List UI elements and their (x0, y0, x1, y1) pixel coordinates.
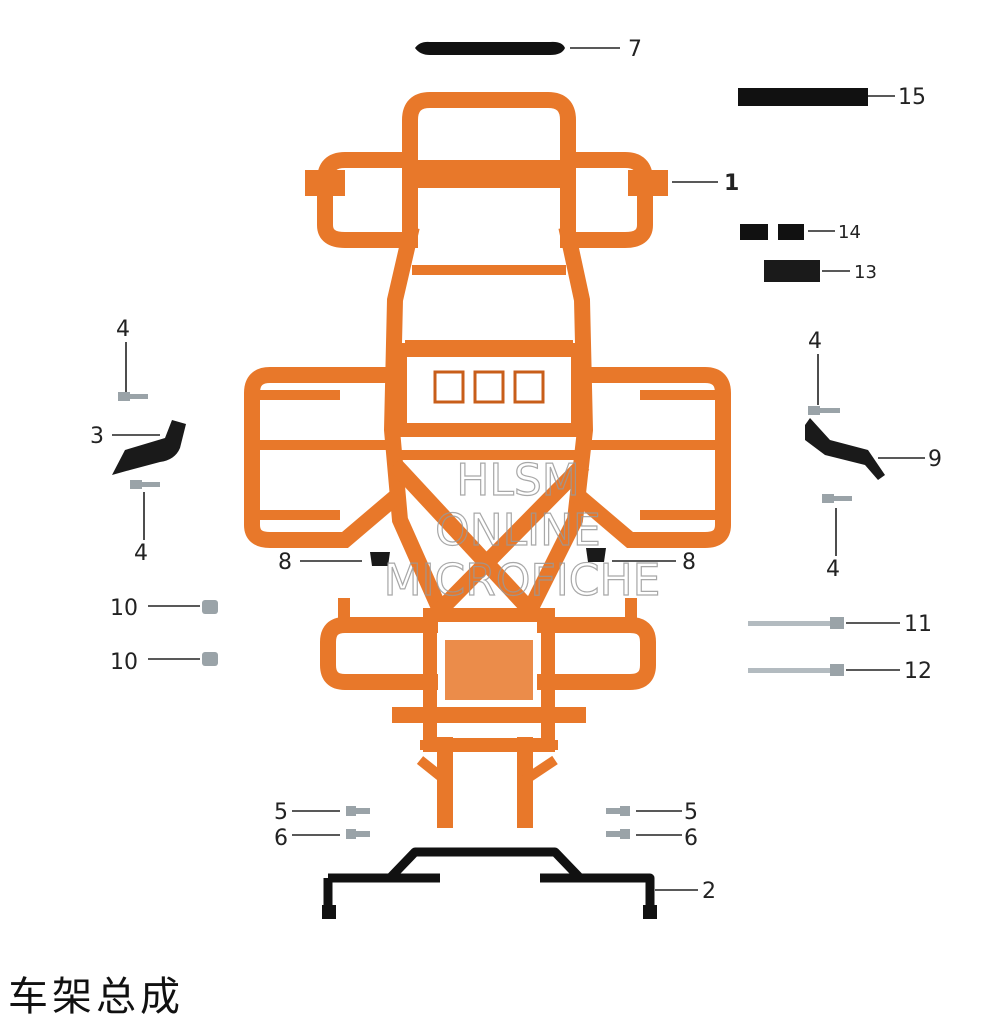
callout-2: 2 (702, 879, 716, 904)
callout-4-left-top: 4 (116, 317, 130, 342)
watermark-line-3: MICROFICHE (384, 555, 661, 606)
callout-1: 1 (724, 171, 739, 196)
callout-6-left: 6 (274, 826, 288, 851)
strap-part[interactable] (415, 41, 565, 55)
pad-part-left[interactable] (740, 224, 768, 240)
rear-bumper-part[interactable] (322, 847, 657, 919)
bolt-icon-right-bottom[interactable] (822, 494, 852, 503)
callout-10-bottom: 10 (110, 650, 138, 675)
bolt-icon-6-left[interactable] (346, 829, 370, 839)
callout-15: 15 (898, 85, 926, 110)
bolt-icon-6-right[interactable] (606, 829, 630, 839)
nut-icon-top[interactable] (202, 600, 218, 614)
callout-4-right-top: 4 (808, 329, 822, 354)
left-bracket-part[interactable] (112, 420, 186, 475)
long-bolt-part-12[interactable] (748, 664, 844, 676)
long-bolt-part-11[interactable] (748, 617, 844, 629)
right-bracket-part[interactable] (805, 418, 885, 480)
callout-5-right: 5 (684, 800, 698, 825)
bolt-icon-right-top[interactable] (808, 406, 840, 415)
callout-10-top: 10 (110, 596, 138, 621)
bolt-icon-left-top[interactable] (118, 392, 148, 401)
diagram-title: 车架总成 (8, 974, 184, 1020)
bolt-icon-5-right[interactable] (606, 806, 630, 816)
nut-icon-bottom[interactable] (202, 652, 218, 666)
callout-5-left: 5 (274, 800, 288, 825)
callout-3: 3 (90, 424, 104, 449)
callout-9: 9 (928, 447, 942, 472)
bushing-part-right[interactable] (586, 548, 606, 562)
large-pad-part[interactable] (764, 260, 820, 282)
bushing-part-left[interactable] (370, 552, 390, 566)
watermark-line-1: HLSM (456, 455, 580, 506)
callout-12: 12 (904, 659, 932, 684)
callout-8-left: 8 (278, 550, 292, 575)
callout-6-right: 6 (684, 826, 698, 851)
bolt-icon-left-bottom[interactable] (130, 480, 160, 489)
callout-14: 14 (838, 222, 861, 243)
callout-11: 11 (904, 612, 932, 637)
pad-part-right[interactable] (778, 224, 804, 240)
bolt-icon-5-left[interactable] (346, 806, 370, 816)
callout-13: 13 (854, 262, 877, 283)
callout-4-left-bottom: 4 (134, 541, 148, 566)
callout-7: 7 (628, 37, 642, 62)
callout-8-right: 8 (682, 550, 696, 575)
callout-4-right-bottom: 4 (826, 557, 840, 582)
strip-part[interactable] (738, 88, 868, 106)
main-frame[interactable] (244, 92, 731, 828)
watermark-line-2: ONLINE (435, 505, 601, 556)
